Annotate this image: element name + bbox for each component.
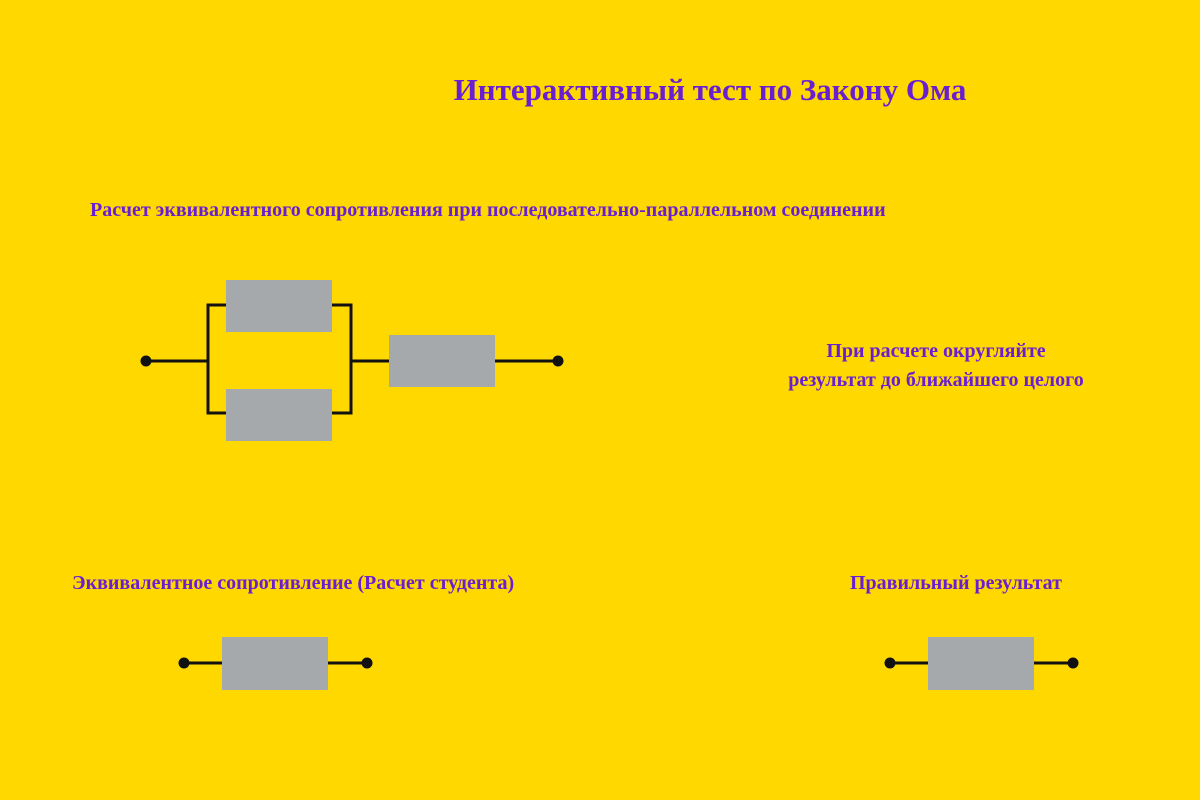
resistor-parallel-bottom[interactable]	[226, 389, 332, 441]
student-result-circuit	[178, 637, 373, 690]
input-terminal	[140, 355, 152, 367]
correct-result-circuit	[884, 637, 1079, 690]
resistor-parallel-top[interactable]	[226, 280, 332, 332]
resistor-series[interactable]	[389, 335, 495, 387]
student-left-terminal	[178, 657, 190, 669]
page-title: Интерактивный тест по Закону Ома	[453, 72, 967, 107]
correct-result-box	[928, 637, 1034, 690]
rounding-hint: При расчете округляйте результат до ближ…	[788, 340, 1084, 391]
output-terminal	[552, 355, 564, 367]
circuit-subtitle: Расчет эквивалентного сопротивления при …	[90, 199, 886, 221]
student-result-label: Эквивалентное сопротивление (Расчет студ…	[72, 572, 515, 594]
correct-right-terminal	[1067, 657, 1079, 669]
main-circuit	[140, 280, 564, 441]
student-right-terminal	[361, 657, 373, 669]
correct-result-label: Правильный результат	[850, 572, 1062, 594]
student-answer-input[interactable]	[222, 637, 328, 690]
correct-left-terminal	[884, 657, 896, 669]
